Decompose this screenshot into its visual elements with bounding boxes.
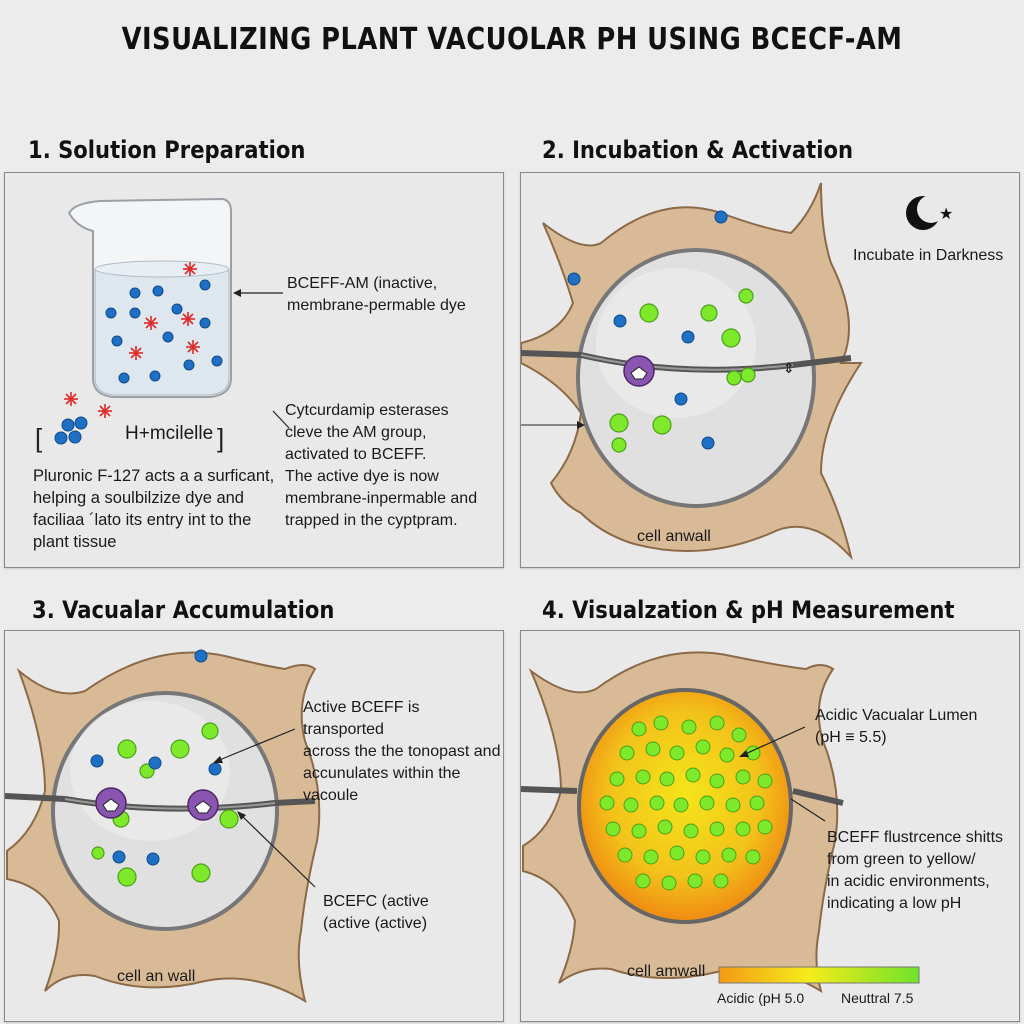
moon-star-icon: ★ [906,195,953,230]
active-dye-label: BCEFC (active (active (active) [323,893,429,932]
cell-illustration-4 [521,651,920,994]
pluronic-description: Pluronic F-127 acts a a surficant, helpi… [33,467,275,551]
panel-1-heading: 1. Solution Preparation [28,136,306,164]
beaker-illustration: [ ] [35,197,290,453]
scale-right-label: Neuttral 7.5 [841,990,914,1006]
panel-3-heading: 3. Vacualar Accumulation [32,596,335,624]
cell-illustration-3 [5,649,321,1004]
panel-visualization-measurement: Acidic Vacualar Lumen (pH ≡ 5.5) BCEFF f… [520,630,1020,1022]
cell-illustration-2: ⇕ ★ [521,182,953,561]
svg-text:]: ] [217,423,224,453]
micelle-cluster [54,416,88,445]
svg-text:⇕: ⇕ [783,361,795,377]
panel-4-heading: 4. Visualzation & pH Measurement [542,596,955,624]
cell-wall-label-3: cell an wall [117,968,196,985]
dye-label: BCEFF-AM (inactive, membrane-permable dy… [287,275,466,314]
ph-color-scale [718,966,920,984]
esterase-description: Cytcurdamip esterases cleve the AM group… [285,402,478,529]
incubate-label: Incubate in Darkness [853,247,1004,264]
micelle-label: H+mcilelle [125,423,214,444]
scale-left-label: Acidic (pH 5.0 [717,990,805,1006]
transport-description: Active BCEFF is transported across the t… [303,699,501,804]
panel-vacuolar-accumulation: Active BCEFF is transported across the t… [4,630,504,1022]
svg-text:[: [ [35,423,43,453]
svg-text:★: ★ [939,204,953,223]
panel-2-heading: 2. Incubation & Activation [542,136,853,164]
panel-incubation-activation: ⇕ ★ Incubate in Darkness cell anwall [520,172,1020,568]
transporter-icon-left [95,787,127,819]
cell-wall-label-2: cell anwall [637,528,711,545]
inactive-dye-molecules [567,210,728,450]
transporter-icon-right [187,789,219,821]
active-dye-molecules [609,288,756,453]
esterase-icon [623,355,655,387]
panel-solution-preparation: [ ] BCEFF-AM (inactive, membrane-permabl… [4,172,504,568]
inactive-dye-molecules [90,649,222,866]
surfactant-stars [64,262,200,418]
fluorescence-shift-description: BCEFF flustrcence shitts from green to y… [827,829,1004,912]
fluorescent-dye-molecules [599,715,773,891]
dye-molecules [105,279,223,384]
cell-wall-label-4: cell amwall [627,963,706,980]
page-title: VISUALIZING PLANT VACUOLAR PH USING BCEC… [121,22,903,57]
lumen-label: Acidic Vacualar Lumen (pH ≡ 5.5) [815,707,978,746]
